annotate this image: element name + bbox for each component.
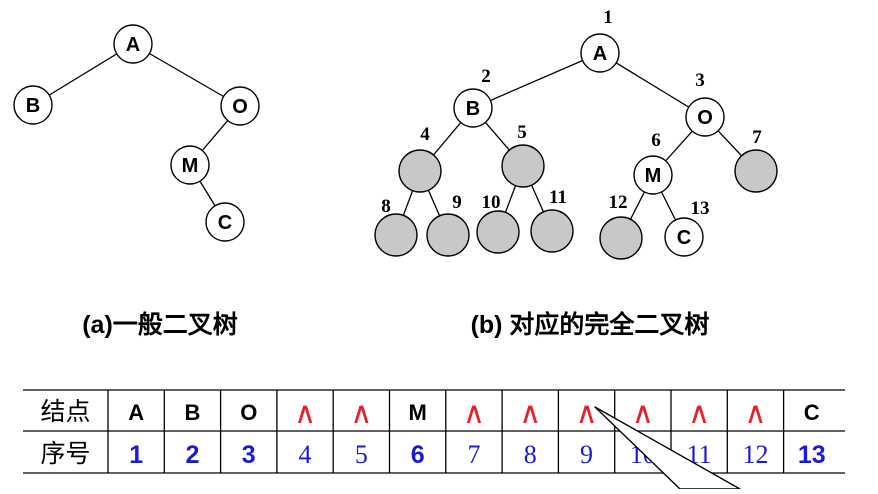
tree-b-node-number: 8 — [381, 196, 391, 217]
tree-a-node-label: A — [126, 34, 140, 56]
tree-b-node-number: 11 — [549, 187, 567, 208]
tree-b-empty-node — [398, 149, 442, 193]
tree-b-empty-node — [476, 210, 520, 254]
table-index-value: 2 — [185, 441, 199, 469]
table-empty-symbol: ∧ — [463, 397, 485, 430]
tree-b-edge — [599, 52, 706, 118]
tree-b-node-number: 6 — [651, 130, 661, 151]
table-empty-symbol: ∧ — [744, 397, 766, 430]
table-index-value: 5 — [355, 440, 368, 469]
tree-b-node-label: A — [593, 43, 607, 65]
general-binary-tree: A B O M C — [13, 24, 260, 242]
table-index-value: 1 — [129, 441, 143, 469]
tree-b-edge — [472, 52, 601, 109]
table-node-value: O — [240, 400, 257, 425]
tree-b-node — [685, 97, 725, 137]
tree-b-node — [580, 33, 620, 73]
tree-a-edge — [132, 43, 241, 107]
table-node-value: A — [128, 400, 144, 425]
tree-b-node-number: 13 — [691, 198, 710, 219]
tree-b-empty-node — [426, 213, 470, 257]
table-index-value: 3 — [242, 441, 256, 469]
tree-b-empty-node — [530, 209, 574, 253]
table-index-value: 9 — [580, 440, 593, 469]
table-empty-symbol: ∧ — [350, 397, 372, 430]
tree-b-empty-node — [599, 216, 643, 260]
tree-b-node — [633, 155, 673, 195]
table-node-value: M — [408, 400, 426, 425]
table-index-value: 13 — [798, 441, 826, 469]
pointer-arrow-shape — [594, 406, 741, 490]
tree-b-empty-node — [734, 149, 778, 193]
tree-b-node-number: 1 — [603, 7, 613, 28]
tree-a-node — [220, 86, 260, 126]
caption-complete-tree: (b) 对应的完全二叉树 — [471, 310, 710, 339]
tree-b-node — [664, 217, 704, 257]
table-index-value: 12 — [742, 440, 768, 469]
tree-b-node-number: 9 — [452, 192, 462, 213]
tree-a-node — [205, 202, 245, 242]
tree-b-node-label: B — [466, 98, 480, 120]
tree-a-node — [170, 145, 210, 185]
tree-a-node-label: B — [26, 95, 40, 117]
table-row-header-node: 结点 — [40, 398, 90, 426]
tree-b-node-number: 5 — [517, 122, 527, 143]
table-empty-symbol: ∧ — [632, 397, 654, 430]
tree-a-node-label: O — [232, 96, 248, 118]
tree-b-node — [453, 88, 493, 128]
tree-a-node-label: M — [182, 155, 199, 177]
tree-a-node-label: C — [218, 212, 232, 234]
table-index-value: 8 — [524, 440, 537, 469]
table-node-value: C — [804, 400, 820, 425]
tree-b-empty-node — [374, 213, 418, 257]
tree-b-node-number: 12 — [609, 192, 628, 213]
tree-a-node — [113, 24, 153, 64]
table-index-value: 4 — [299, 440, 312, 469]
tree-b-node-label: C — [677, 227, 691, 249]
table-empty-symbol: ∧ — [688, 397, 710, 430]
table-node-value: B — [185, 400, 201, 425]
table-empty-symbol: ∧ — [294, 397, 316, 430]
tree-b-node-label: O — [697, 107, 713, 129]
tree-b-node-number: 3 — [695, 70, 705, 91]
tree-b-node-number: 4 — [420, 124, 430, 145]
tree-b-node-number: 10 — [482, 192, 501, 213]
caption-general-tree: (a)一般二叉树 — [82, 310, 238, 339]
tree-b-node-number: 7 — [752, 127, 762, 148]
tree-b-empty-node — [501, 144, 545, 188]
tree-b-node-label: M — [645, 165, 662, 187]
table-row-header-index: 序号 — [40, 440, 90, 468]
table-empty-symbol: ∧ — [576, 397, 598, 430]
table-index-value: 7 — [467, 440, 480, 469]
tree-b-node-number: 2 — [481, 66, 491, 87]
table-index-value: 6 — [411, 441, 425, 469]
table-empty-symbol: ∧ — [519, 397, 541, 430]
tree-a-node — [13, 85, 53, 125]
mouse-pointer-icon — [594, 406, 741, 490]
